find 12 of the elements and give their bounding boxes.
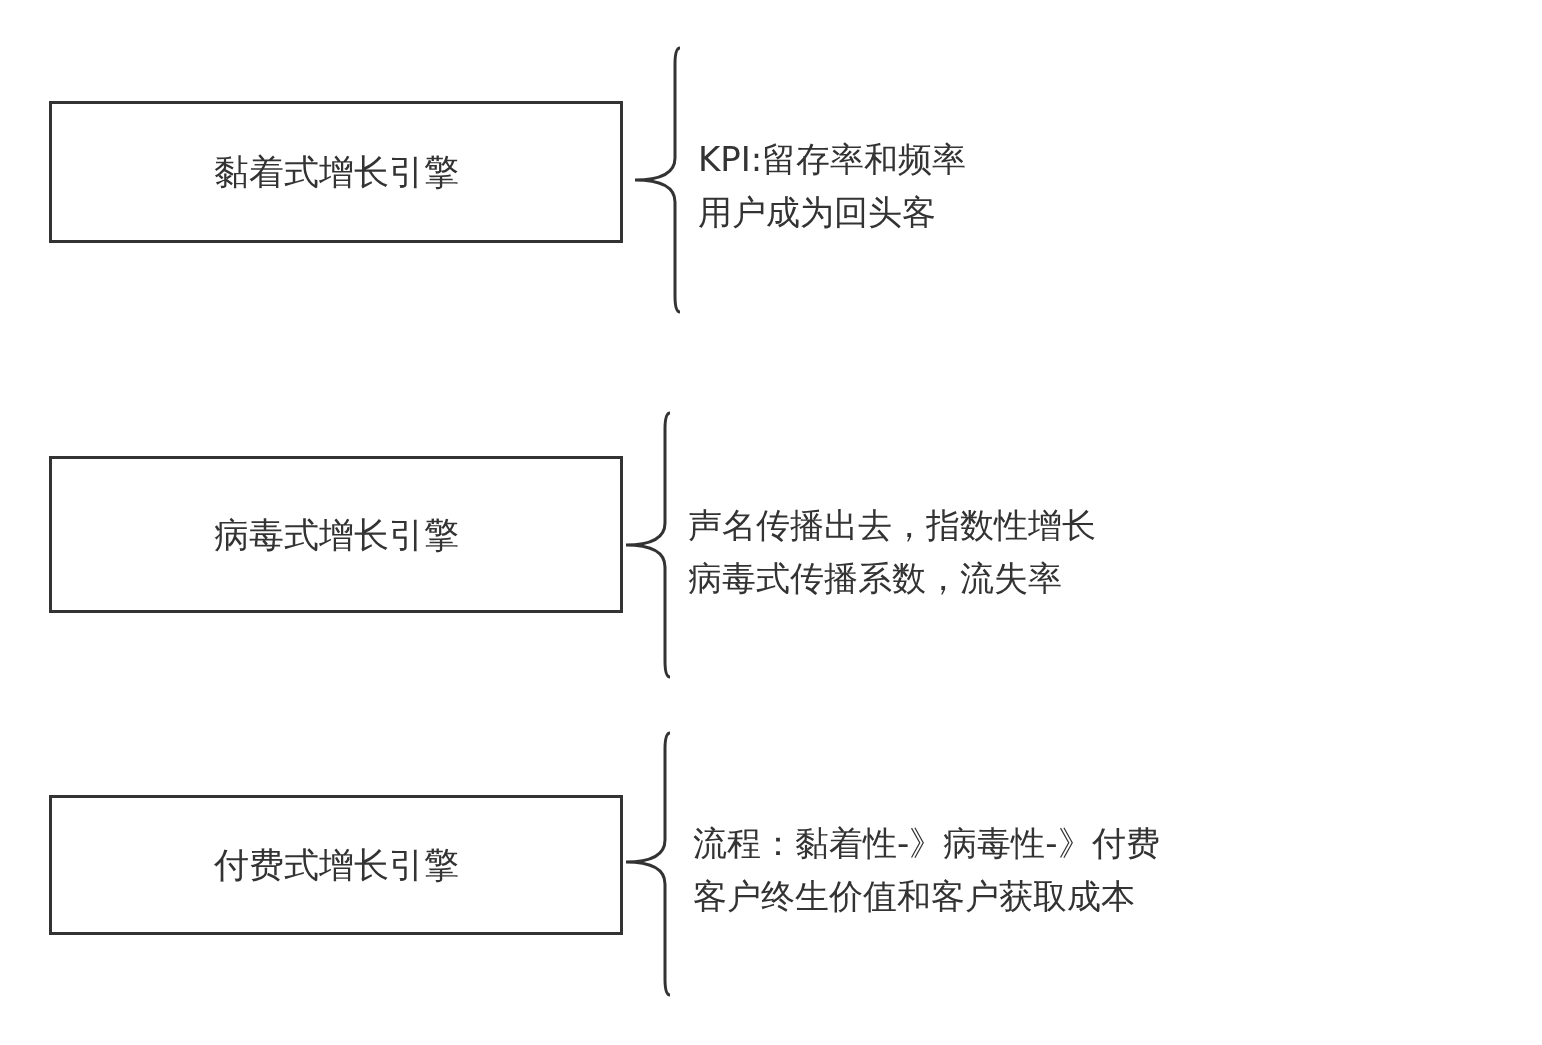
- process-box: [49, 795, 623, 935]
- annotation-text: 病毒式传播系数，流失率: [688, 558, 1062, 599]
- annotation-text: 流程：黏着性-》病毒性-》付费: [693, 823, 1160, 864]
- annotation-text: 客户终生价值和客户获取成本: [693, 876, 1135, 917]
- annotation-text: KPI:留存率和频率: [698, 139, 967, 180]
- box-label: 病毒式增长引擎: [213, 513, 459, 556]
- process-box: [49, 456, 623, 613]
- box-label: 付费式增长引擎: [213, 844, 459, 886]
- box-label: 黏着式增长引擎: [213, 151, 459, 193]
- annotation-text: 声名传播出去，指数性增长: [688, 505, 1096, 546]
- annotation-text: 用户成为回头客: [698, 192, 936, 233]
- process-box: [49, 101, 623, 243]
